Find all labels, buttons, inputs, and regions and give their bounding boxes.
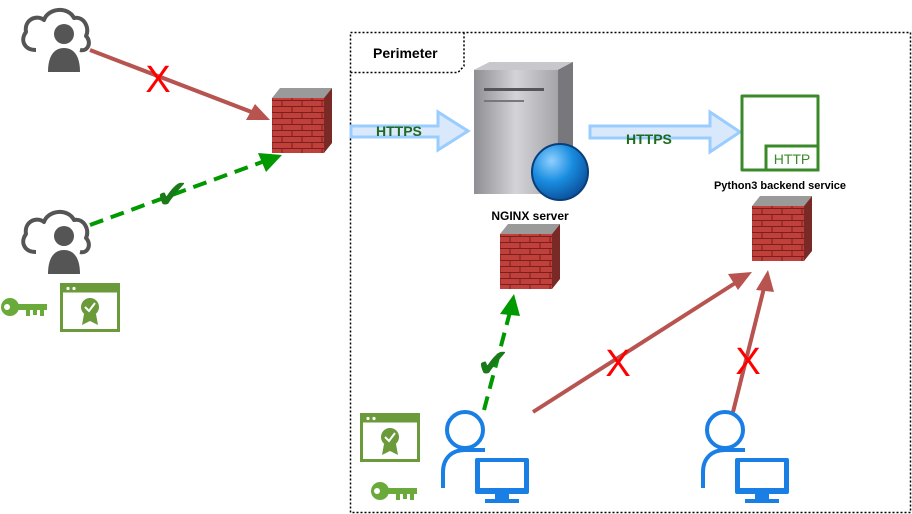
internal-allow-arrow <box>482 294 520 411</box>
backend-label: Python3 backend service <box>714 180 846 192</box>
firewall-icon <box>752 196 812 261</box>
https-label-left: HTTPS <box>376 123 422 139</box>
cloud-user-icon <box>21 209 91 276</box>
internal-deny-mark-user1: X <box>605 343 630 385</box>
server-globe-icon <box>474 62 589 201</box>
nginx-label: NGINX server <box>491 209 569 223</box>
perimeter-label: Perimeter <box>373 45 438 61</box>
external-deny-arrow <box>89 48 270 120</box>
certificate-icon <box>60 283 120 332</box>
firewall-icon <box>500 224 560 289</box>
user-computer-icon <box>441 410 531 505</box>
certificate-icon <box>360 413 420 462</box>
internal-deny-arrow-user2 <box>731 270 774 413</box>
external-allow-mark: ✔ <box>155 173 189 217</box>
firewall-icon <box>272 88 332 153</box>
https-arrow-to-backend: HTTPS <box>588 109 743 155</box>
https-arrow-to-nginx: HTTPS <box>349 109 471 153</box>
http-text: HTTP <box>774 151 811 167</box>
external-allow-arrow <box>89 153 282 227</box>
key-icon <box>1 298 47 316</box>
key-icon <box>371 482 417 500</box>
user-computer-icon <box>701 410 791 505</box>
http-document-icon: HTTP <box>740 94 820 172</box>
internal-deny-arrow-user1 <box>531 272 752 414</box>
cloud-user-icon <box>21 7 91 74</box>
external-deny-mark: X <box>145 59 170 101</box>
https-label-right: HTTPS <box>626 131 672 147</box>
internal-allow-mark: ✔ <box>476 342 510 386</box>
perimeter-boundary: Perimeter <box>349 31 912 514</box>
internal-deny-mark-user2: X <box>735 341 760 383</box>
